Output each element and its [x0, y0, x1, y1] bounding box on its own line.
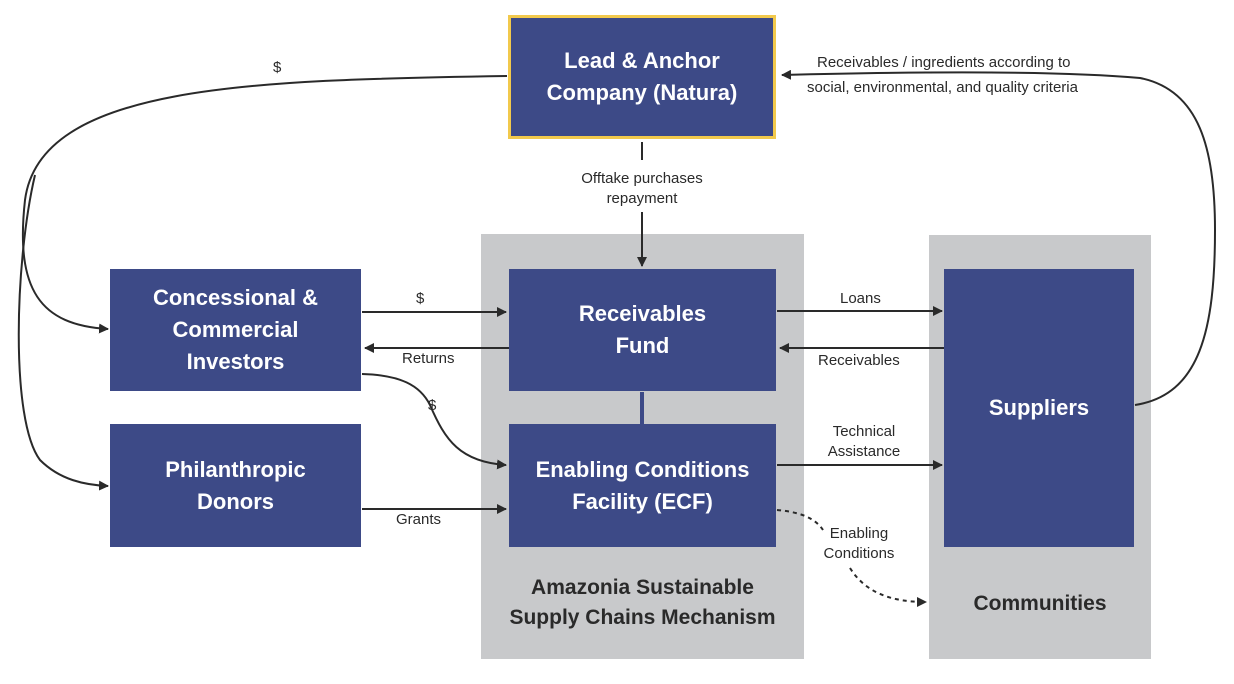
- communities-label: Communities: [973, 592, 1107, 615]
- mechanism-line2: Supply Chains Mechanism: [509, 606, 776, 629]
- communities-title: Communities: [929, 589, 1151, 619]
- label-ecf-to-suppliers: Technical Assistance: [805, 422, 923, 462]
- arrow-lead-to-investors: [21, 75, 508, 334]
- lead-line2: Company (Natura): [546, 80, 738, 105]
- label-offtake: Offtake purchases repayment: [562, 169, 722, 209]
- donors-line2: Donors: [197, 488, 274, 514]
- investors-box: Concessional & Commercial Investors: [110, 269, 361, 391]
- arrow-ecf-to-communities: [776, 509, 926, 602]
- ecf-box: Enabling Conditions Facility (ECF): [509, 424, 776, 547]
- fund-line1: Receivables: [578, 301, 707, 326]
- label-donors-to-ecf: Grants: [396, 511, 442, 528]
- ecf-line2: Facility (ECF): [572, 488, 713, 514]
- label-ta-line1: Technical: [832, 423, 896, 440]
- label-ec-line1: Enabling: [829, 525, 889, 542]
- donors-line1: Philanthropic: [165, 456, 306, 482]
- label-receivables-line2: social, environmental, and quality crite…: [807, 79, 1078, 96]
- ecf-line1: Enabling Conditions: [535, 456, 750, 482]
- label-fund-to-investors: Returns: [402, 350, 455, 367]
- label-investors-to-ecf: $: [428, 397, 437, 414]
- mechanism-title: Amazonia Sustainable Supply Chains Mecha…: [481, 573, 804, 633]
- suppliers-label: Suppliers: [988, 395, 1090, 420]
- investors-line3: Investors: [186, 349, 285, 374]
- label-receivables-line1: Receivables / ingredients according to: [817, 54, 1071, 71]
- lead-anchor-company-box: Lead & Anchor Company (Natura): [508, 15, 776, 139]
- lead-line1: Lead & Anchor: [564, 48, 720, 73]
- investors-line2: Commercial: [172, 317, 299, 342]
- label-lead-to-investors: $: [273, 59, 282, 76]
- label-investors-to-fund: $: [416, 290, 425, 307]
- label-offtake-line2: repayment: [606, 190, 678, 207]
- arrow-suppliers-to-lead: [781, 69, 1217, 406]
- label-ta-line2: Assistance: [827, 443, 901, 460]
- label-ec-line2: Conditions: [823, 545, 895, 562]
- arrow-investors-to-ecf: [361, 373, 507, 470]
- investors-line1: Concessional &: [152, 285, 319, 310]
- suppliers-box: Suppliers: [944, 269, 1134, 547]
- fund-line2: Fund: [615, 333, 670, 358]
- label-ecf-to-communities: Enabling Conditions: [810, 524, 908, 564]
- label-suppliers-to-fund: Receivables: [818, 352, 900, 369]
- mechanism-line1: Amazonia Sustainable: [531, 576, 754, 599]
- receivables-fund-box: Receivables Fund: [509, 269, 776, 391]
- label-offtake-line1: Offtake purchases: [581, 170, 703, 187]
- label-fund-to-suppliers: Loans: [840, 290, 881, 307]
- arrow-lead-to-donors: [17, 174, 109, 491]
- donors-box: Philanthropic Donors: [110, 424, 361, 547]
